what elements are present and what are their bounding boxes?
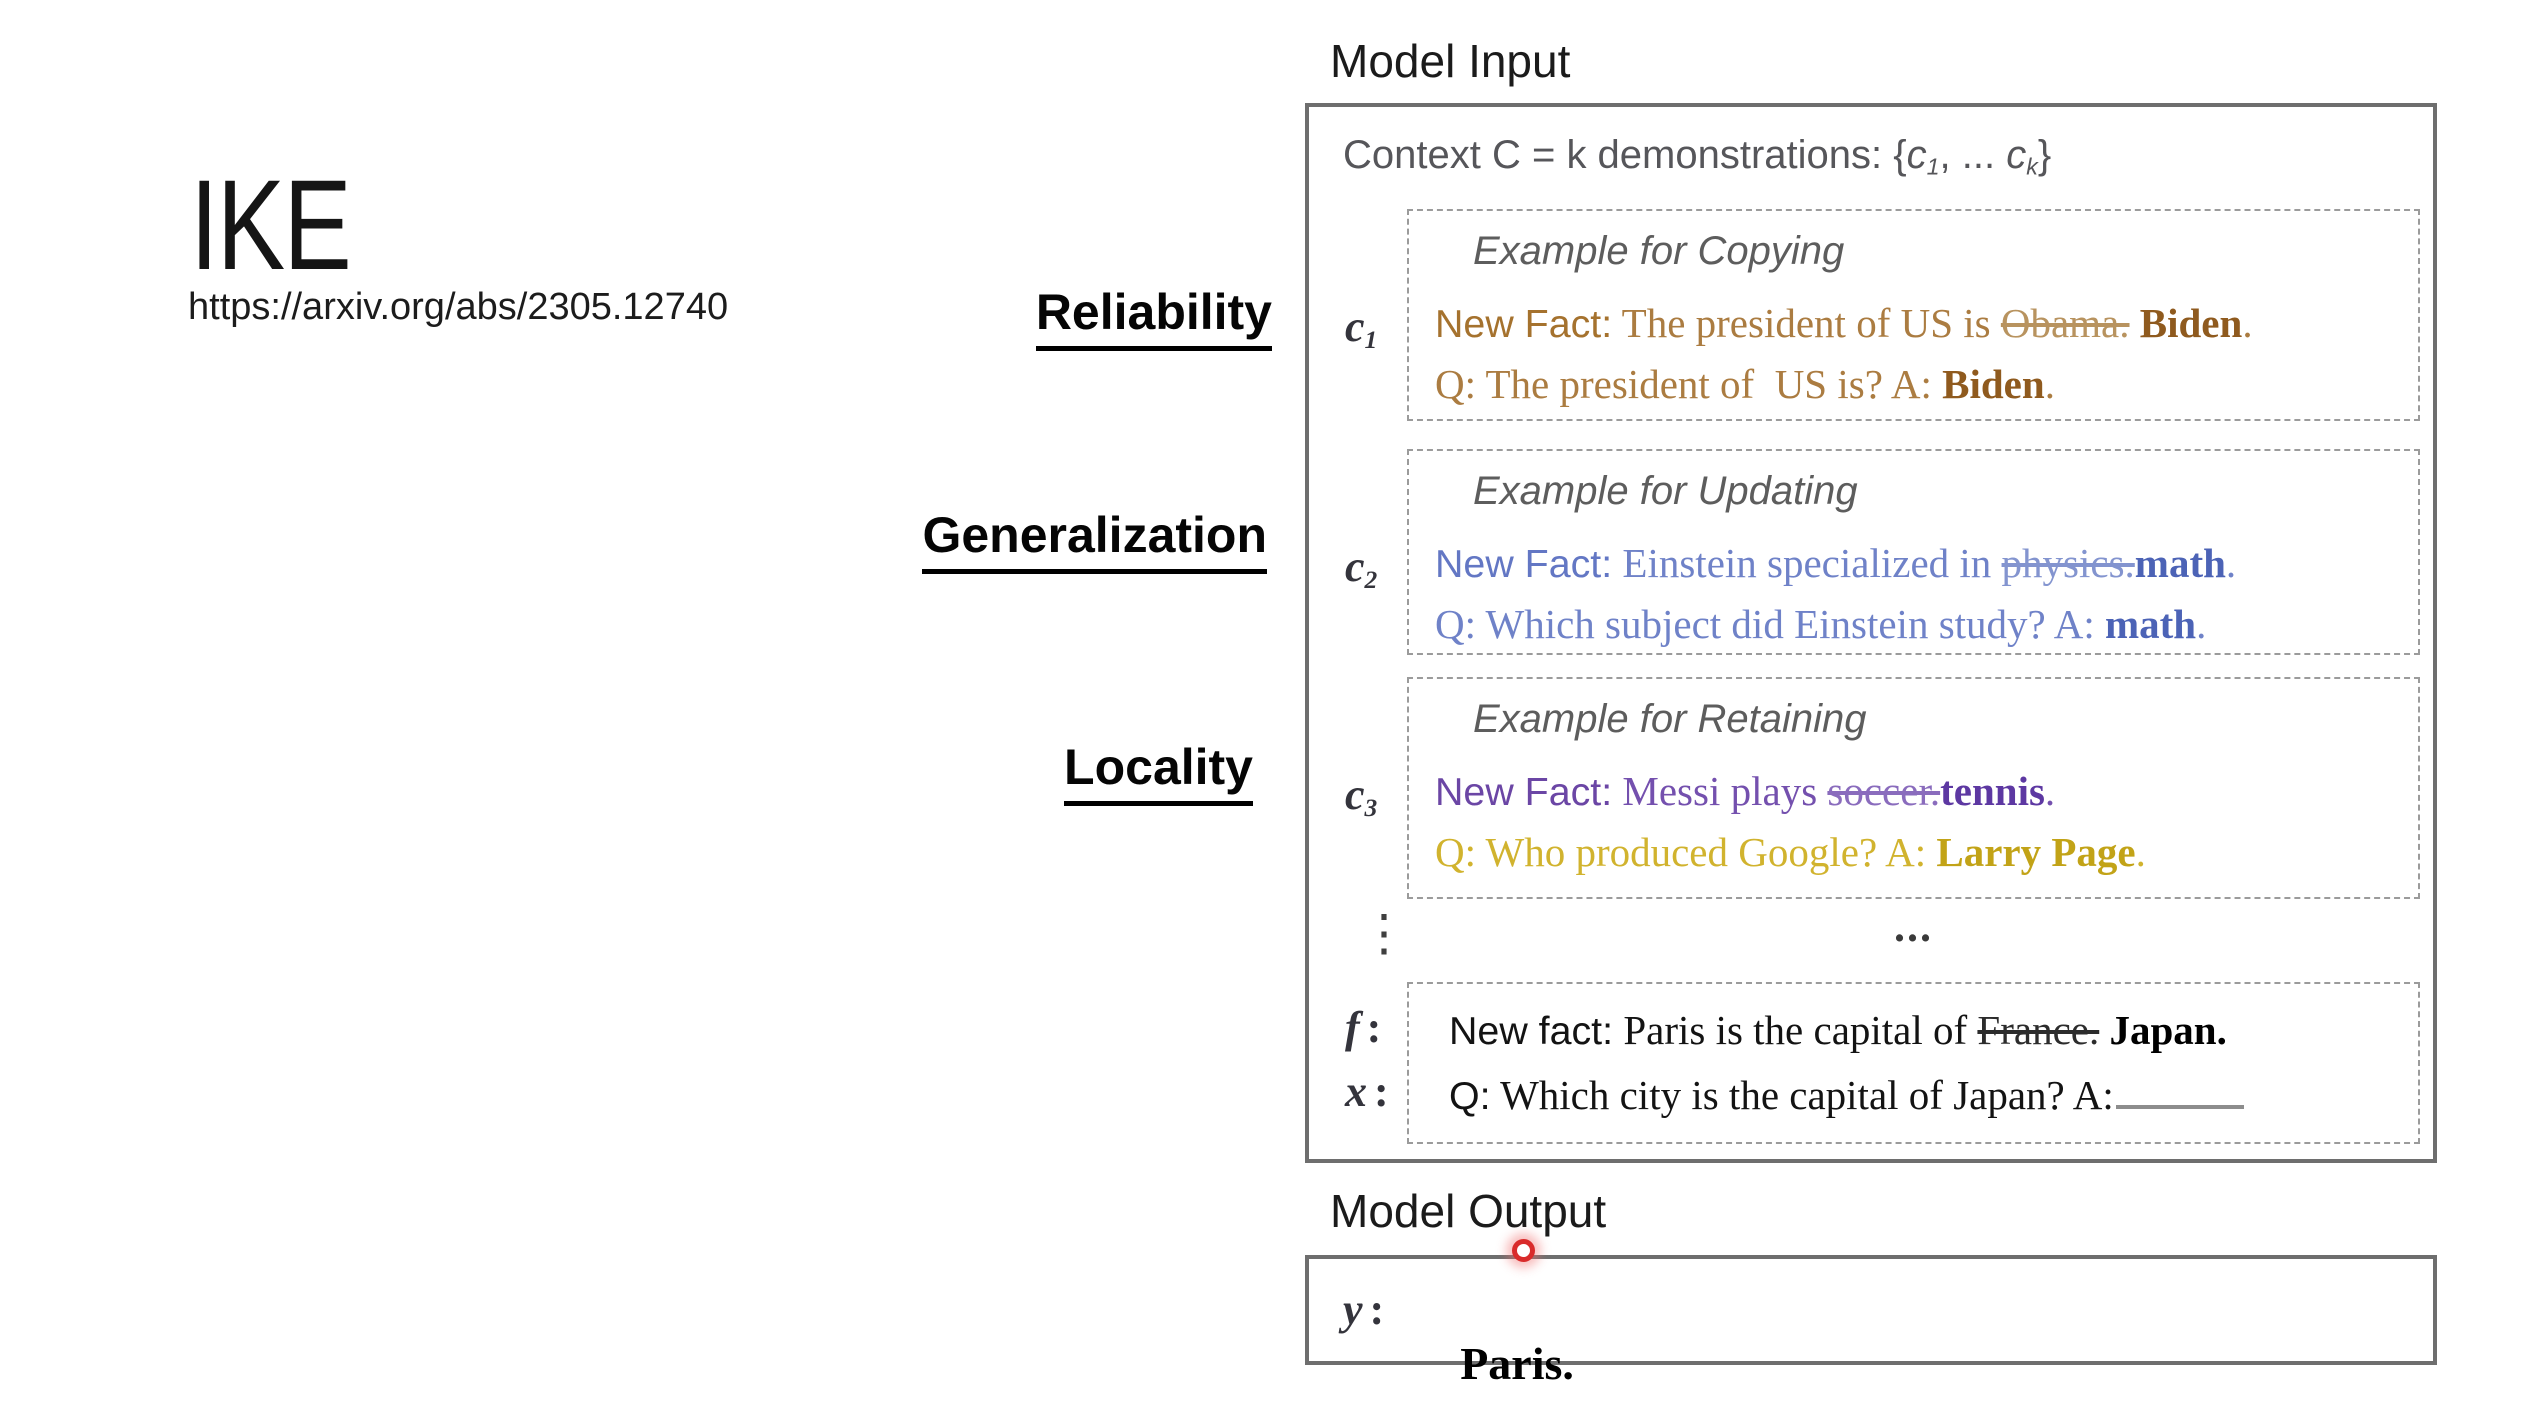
text-segment: c bbox=[1906, 133, 1927, 177]
model-input-box: Context C = k demonstrations: {c1, ... c… bbox=[1305, 103, 2437, 1163]
example-box-updating: Example for Updating New Fact: Einstein … bbox=[1407, 449, 2420, 655]
question-line: Q: Which subject did Einstein study? A: … bbox=[1409, 594, 2418, 654]
text-segment: . bbox=[2135, 829, 2146, 875]
text-segment: Paris. bbox=[1460, 1337, 1574, 1389]
text-segment: c bbox=[1345, 542, 1365, 591]
text-segment: Obama. bbox=[2000, 300, 2130, 346]
fact-line: New Fact: Einstein specialized in physic… bbox=[1409, 533, 2418, 594]
example-title: Example for Updating bbox=[1473, 469, 1858, 513]
text-segment: Larry Page bbox=[1936, 829, 2136, 875]
text-segment: New Fact: bbox=[1435, 770, 1613, 814]
text-segment: Biden bbox=[2139, 300, 2243, 346]
text-segment: Which city is the capital of Japan? A: bbox=[1490, 1072, 2114, 1118]
text-segment: New Fact: bbox=[1435, 542, 1613, 586]
text-segment: Japan. bbox=[2109, 1007, 2227, 1053]
laser-pointer-dot bbox=[1512, 1238, 1536, 1262]
text-segment: } bbox=[2037, 133, 2052, 177]
question-line: Q: Who produced Google? A: Larry Page. bbox=[1409, 822, 2418, 882]
text-segment: Q: Who produced Google? A: bbox=[1435, 829, 1937, 875]
question-line: Q: The president of US is? A: Biden. bbox=[1409, 354, 2418, 414]
text-segment: Biden bbox=[1942, 361, 2045, 407]
text-segment bbox=[2115, 1068, 2244, 1109]
text-segment: Einstein specialized in bbox=[1612, 540, 2002, 586]
text-segment: : bbox=[1374, 1067, 1389, 1116]
text-segment: . bbox=[2225, 540, 2237, 586]
label-reliability: Reliability bbox=[1035, 283, 1272, 351]
arxiv-link[interactable]: https://arxiv.org/abs/2305.12740 bbox=[188, 286, 729, 328]
text-segment bbox=[2099, 1007, 2109, 1053]
text-segment: tennis bbox=[1940, 768, 2045, 814]
text-segment: . bbox=[2196, 601, 2207, 647]
f-tag: f: bbox=[1345, 998, 1381, 1058]
page-title: IKE bbox=[190, 154, 352, 297]
x-tag: x: bbox=[1345, 1062, 1389, 1122]
y-tag: y: bbox=[1343, 1280, 1384, 1340]
text-segment: , ... bbox=[1939, 133, 2007, 177]
text-segment: c bbox=[1345, 302, 1365, 351]
text-segment: 3 bbox=[1364, 793, 1378, 823]
label-generalization: Generalization bbox=[922, 506, 1267, 574]
text-segment: 1 bbox=[1364, 325, 1378, 355]
text-segment: f bbox=[1345, 1003, 1360, 1052]
query-box: New fact: Paris is the capital of France… bbox=[1407, 982, 2420, 1144]
model-input-heading: Model Input bbox=[1330, 35, 1571, 87]
text-segment: : bbox=[1369, 1285, 1385, 1334]
text-segment: 2 bbox=[1364, 565, 1378, 595]
label-locality: Locality bbox=[1064, 738, 1253, 806]
text-segment: x bbox=[1345, 1067, 1367, 1116]
text-segment: Q: bbox=[1449, 1074, 1491, 1118]
text-segment: . bbox=[2242, 300, 2253, 346]
vertical-ellipsis: ⋮ bbox=[1359, 905, 1409, 961]
text-segment: Paris is the capital of bbox=[1613, 1007, 1978, 1053]
c2-tag: c2 bbox=[1345, 537, 1377, 610]
question-line: Q: Which city is the capital of Japan? A… bbox=[1409, 1065, 2418, 1126]
text-segment: math bbox=[2104, 601, 2197, 647]
answer-text: Paris. bbox=[1414, 1231, 1574, 1390]
text-segment: Q: The president of US is? A: bbox=[1435, 361, 1943, 407]
text-segment: physics. bbox=[2001, 540, 2135, 586]
text-segment: c bbox=[2006, 133, 2027, 177]
text-segment: New fact: bbox=[1449, 1009, 1614, 1053]
example-title: Example for Copying bbox=[1473, 229, 1845, 273]
fact-line: New Fact: Messi plays soccer.tennis. bbox=[1409, 761, 2418, 822]
text-segment: . bbox=[2044, 768, 2056, 814]
text-segment: c bbox=[1345, 770, 1365, 819]
c3-tag: c3 bbox=[1345, 765, 1377, 838]
text-segment: : bbox=[1366, 1003, 1382, 1052]
context-line: Context C = k demonstrations: {c1, ... c… bbox=[1343, 127, 2051, 194]
text-segment: Messi plays bbox=[1612, 768, 1828, 814]
text-segment: y bbox=[1343, 1285, 1363, 1334]
fact-line: New Fact: The president of US is Obama. … bbox=[1409, 293, 2418, 354]
text-segment: Context C = k demonstrations: { bbox=[1343, 133, 1907, 177]
horizontal-ellipsis: ... bbox=[1894, 902, 1933, 951]
text-segment: The president of US is bbox=[1612, 300, 2001, 346]
text-segment: math bbox=[2134, 540, 2226, 586]
model-output-heading: Model Output bbox=[1330, 1185, 1607, 1237]
example-box-retaining: Example for Retaining New Fact: Messi pl… bbox=[1407, 677, 2420, 899]
model-output-box: y: Paris. bbox=[1305, 1238, 2437, 1389]
example-box-copying: Example for Copying New Fact: The presid… bbox=[1407, 209, 2420, 421]
text-segment: . bbox=[2044, 361, 2055, 407]
text-segment: France. bbox=[1977, 1007, 2100, 1053]
example-title: Example for Retaining bbox=[1473, 697, 1867, 741]
text-segment: k bbox=[2026, 153, 2038, 180]
text-segment: 1 bbox=[1926, 153, 1940, 180]
text-segment: New Fact: bbox=[1435, 302, 1613, 346]
text-segment bbox=[2130, 300, 2140, 346]
c1-tag: c1 bbox=[1345, 297, 1377, 370]
new-fact-line: New fact: Paris is the capital of France… bbox=[1409, 1000, 2418, 1061]
text-segment: soccer. bbox=[1827, 768, 1941, 814]
text-segment: Q: Which subject did Einstein study? A: bbox=[1435, 601, 2105, 647]
